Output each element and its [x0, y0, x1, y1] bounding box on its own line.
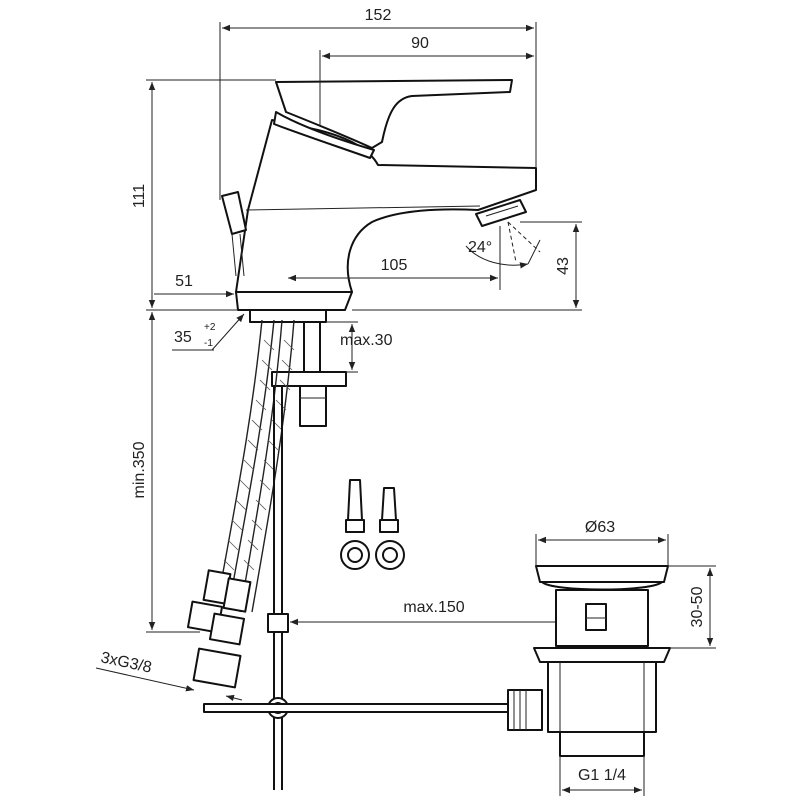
waste-height-label: 30-50 [689, 586, 706, 627]
tilt-angle-indicator: 24° [465, 221, 541, 269]
overall-width-label: 152 [365, 7, 392, 24]
dimension-90: 90 [319, 35, 534, 125]
overall-height-label: 111 [131, 184, 148, 208]
hose-length-label: min.350 [131, 441, 148, 498]
handle-depth-label: 90 [411, 35, 429, 52]
spout-projection-label: 105 [381, 257, 408, 274]
dimension-111: 111 [131, 79, 276, 311]
dimension-105: 105 [288, 226, 501, 290]
faucet-body [235, 119, 537, 311]
pop-up-vertical-rod [267, 386, 289, 790]
connection-label: 3xG3/8 [99, 649, 153, 676]
rear-offset-label: 51 [175, 273, 193, 290]
fixing-screws [340, 479, 405, 570]
mount-tol-minus: -1 [204, 338, 213, 349]
aerator [475, 199, 527, 227]
dimension-43: 43 [352, 221, 582, 311]
mixer-handle [273, 79, 513, 159]
dimension-waste-thread: G1 1/4 [559, 756, 645, 796]
pop-up-rod [221, 191, 247, 277]
pop-up-reach-label: max.150 [403, 599, 464, 616]
tilt-angle-label: 24° [468, 239, 492, 256]
pop-up-horizontal-rod [203, 689, 543, 731]
waste-diameter-label: Ø63 [585, 519, 615, 536]
spout-height-label: 43 [555, 257, 572, 275]
mount-tol-plus: +2 [204, 322, 216, 333]
mount-angle: 35 +2 -1 [172, 313, 245, 351]
mounting-shank [249, 309, 347, 427]
dimension-max150: max.150 [290, 599, 596, 626]
dimension-min350: min.350 [131, 312, 200, 633]
flexible-hoses [186, 319, 295, 689]
mount-angle-label: 35 [174, 329, 192, 346]
max-thickness: max.30 [326, 321, 393, 373]
waste-valve [533, 565, 671, 757]
waste-thread-label: G1 1/4 [578, 767, 626, 784]
dimension-waste-height: 30-50 [668, 565, 716, 649]
dimension-152: 152 [219, 7, 537, 200]
max-thickness-label: max.30 [340, 332, 393, 349]
dimension-diameter: Ø63 [535, 519, 669, 566]
dimension-51: 51 [154, 273, 234, 298]
